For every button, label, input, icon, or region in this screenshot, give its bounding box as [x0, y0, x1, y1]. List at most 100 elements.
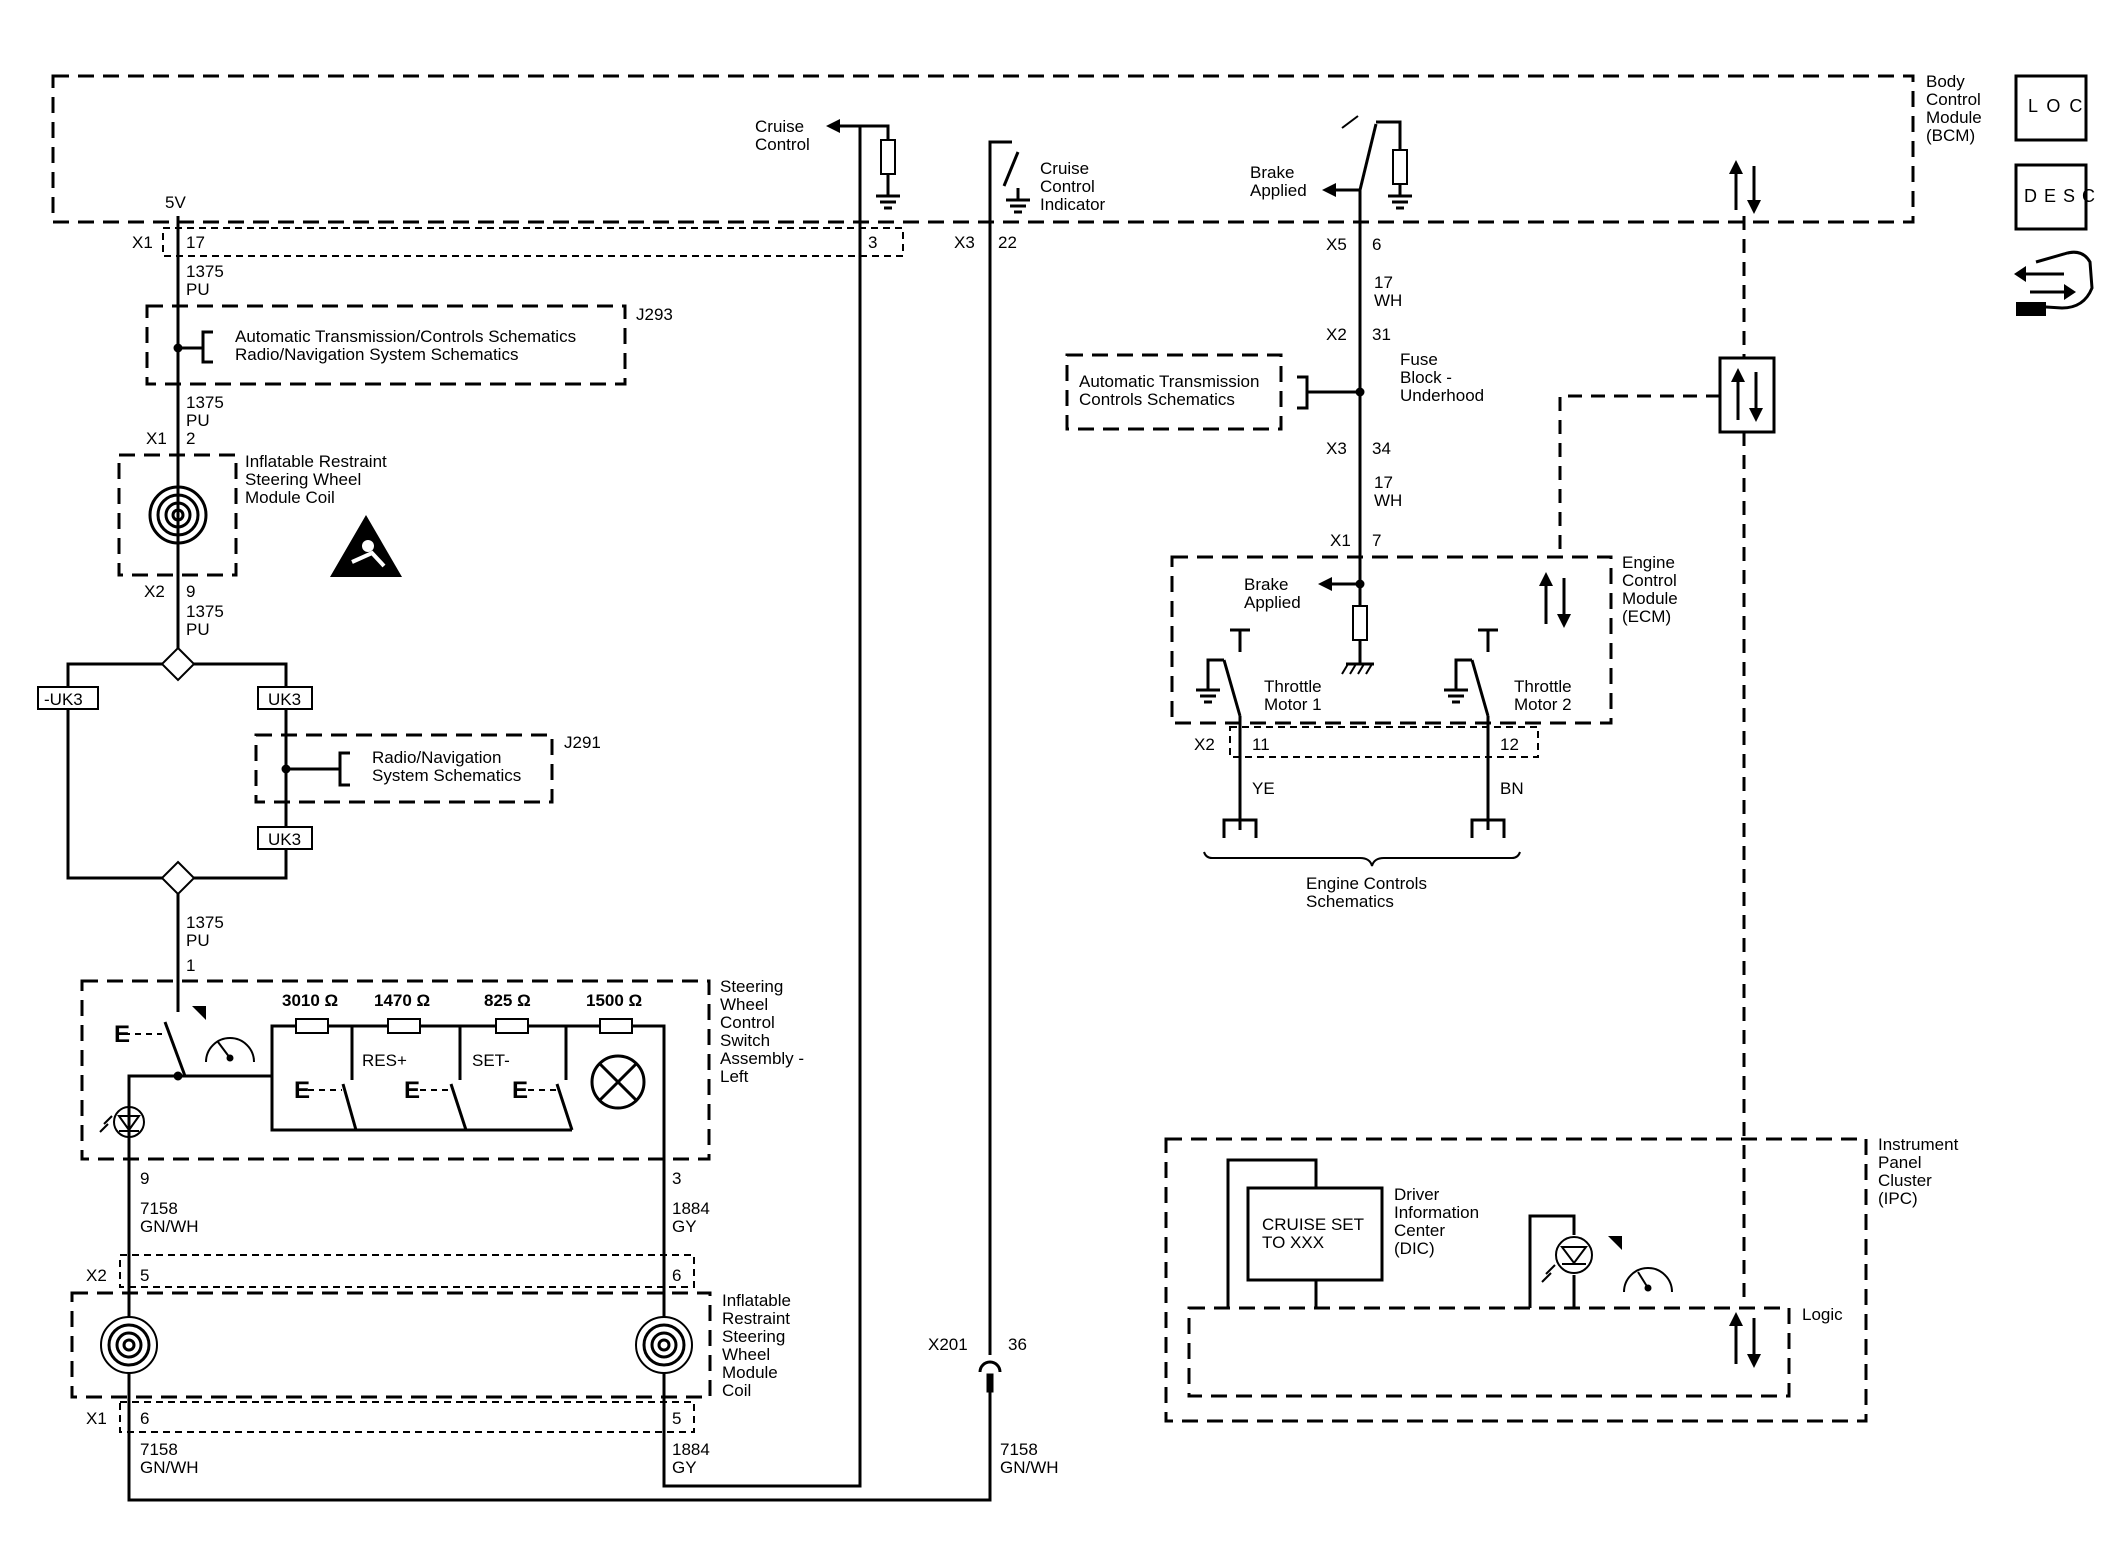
conn-x3-fuse-pin: 34 [1372, 439, 1391, 458]
wire-resistor-ladder-return [270, 1076, 572, 1132]
serial-data-arrows-gateway [1731, 368, 1763, 422]
conn-swc-pin9: 9 [140, 1169, 149, 1188]
resistor-825 [495, 1018, 529, 1034]
not-uk3-tag [37, 686, 99, 710]
option-splice-bottom [160, 860, 196, 896]
uk3-label-a: UK3 [268, 690, 301, 709]
conn-x2-ecm: X2 [1194, 735, 1215, 754]
ecm-box [1170, 555, 1613, 725]
airbag-warning-icon [330, 515, 402, 577]
j293-bracket [201, 330, 213, 364]
splice-switch-common [173, 1071, 183, 1081]
switch-e-cancel: E [512, 1077, 528, 1104]
switch-cancel [528, 1026, 574, 1131]
serial-data-arrows-bcm [1729, 160, 1761, 214]
conn-x1-ecm-pin: 7 [1372, 531, 1381, 550]
serial-data-gateway-box [1718, 356, 1776, 434]
conn-x2-lower-pin5: 5 [140, 1266, 149, 1285]
desc-icon [2014, 163, 2088, 231]
j293-label: J293 [636, 305, 673, 324]
switch-e-set: E [404, 1077, 420, 1104]
switch-res [308, 1026, 358, 1131]
conn-x201: X201 [928, 1335, 968, 1354]
ipc-box [1164, 1137, 1868, 1423]
bcm-cruise-indicator-driver [988, 140, 1030, 216]
switch-set [420, 1026, 468, 1131]
resistor-1470-label: 1470 Ω [374, 991, 430, 1010]
uk3-label-b: UK3 [268, 830, 301, 849]
conn-x1-ecm: X1 [1330, 531, 1351, 550]
x2-lower-connector-box [119, 1254, 695, 1288]
serial-data-arrows-ecm [1539, 572, 1571, 628]
clockspring-coil-icon-left [100, 1316, 158, 1374]
j291-reference-box [254, 733, 554, 804]
conn-x3-fuse: X3 [1326, 439, 1347, 458]
loc-icon-text: L O C [2028, 96, 2084, 116]
serial-data-hand-icon [2014, 250, 2094, 316]
bcm-box [51, 74, 1915, 224]
x201-pin [986, 1373, 994, 1393]
conn-x2-lower-pin6: 6 [672, 1266, 681, 1285]
conn-x2-ecm-pin12: 12 [1500, 735, 1519, 754]
conn-x1-lower-pin6: 6 [140, 1409, 149, 1428]
conn-x1-coil: X1 [146, 429, 167, 448]
resistor-1500 [599, 1018, 633, 1034]
bcm-x1-connector-box [162, 227, 904, 257]
x1-lower-connector-box [119, 1401, 695, 1433]
atc-bracket [1297, 375, 1309, 410]
cruise-speedometer-icon [192, 1006, 255, 1063]
ecm-x2-connector-box [1229, 726, 1539, 758]
j291-bracket [338, 751, 350, 787]
wire-option-left [66, 662, 162, 880]
uk3-tag-b [257, 826, 313, 850]
switch-res-label: RES+ [362, 1051, 407, 1070]
ipc-led-loop [1528, 1214, 1576, 1308]
conn-x201-pin: 36 [1008, 1335, 1027, 1354]
cruise-on-switch [163, 1021, 187, 1077]
clockspring-coil-icon-right [635, 1316, 693, 1374]
j293-text: Automatic Transmission/Controls Schemati… [235, 327, 576, 364]
conn-x2-coil-pin: 9 [186, 582, 195, 601]
dic-outline-back [1226, 1158, 1318, 1308]
ipc-led-icon [1541, 1236, 1593, 1283]
wire-label-bn: BN [1500, 779, 1524, 798]
dic-display [1246, 1186, 1384, 1282]
conn-x1-bcm-pin: 17 [186, 233, 205, 252]
atc-reference-box [1065, 353, 1283, 431]
led-icon [99, 1106, 145, 1138]
resistor-1500-label: 1500 Ω [586, 991, 642, 1010]
logic-label: Logic [1802, 1305, 1843, 1324]
conn-x2-ecm-pin11: 11 [1252, 735, 1270, 754]
conn-x1-bcm: X1 [132, 233, 153, 252]
uk3-tag-a [257, 686, 313, 710]
ipc-cruise-speedometer-icon [1608, 1236, 1673, 1293]
wire-switch-common [127, 1024, 666, 1222]
bcm-5v-label: 5V [165, 193, 186, 212]
engine-controls-connectors [1203, 818, 1521, 867]
conn-x2-lower: X2 [86, 1266, 107, 1285]
loc-icon [2014, 74, 2088, 142]
